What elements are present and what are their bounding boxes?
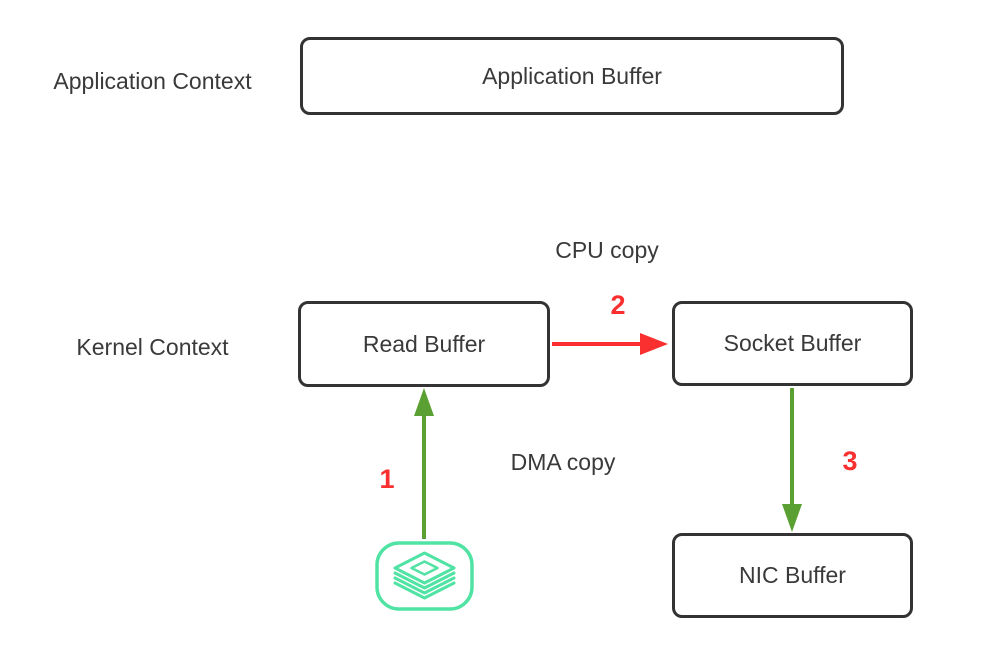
application-buffer-box: Application Buffer — [300, 37, 844, 115]
disk-icon-layer-4 — [393, 581, 456, 600]
dma-copy-arrowhead-icon — [414, 388, 434, 416]
disk-icon-layer-2 — [393, 571, 456, 590]
disk-icon-layer-3 — [393, 576, 456, 595]
cpu-copy-label: CPU copy — [555, 237, 659, 263]
read-buffer-box: Read Buffer — [298, 301, 550, 387]
step-number-1: 1 — [379, 464, 395, 494]
cpu-copy-arrow — [552, 333, 668, 355]
step-number-2: 2 — [610, 290, 626, 320]
nic-buffer-box: NIC Buffer — [672, 533, 913, 618]
disk-icon-inner-diamond — [410, 560, 439, 576]
nic-buffer-label: NIC Buffer — [739, 562, 846, 588]
dma-copy-label: DMA copy — [510, 449, 616, 475]
disk-layers-icon — [375, 541, 474, 611]
step-number-3: 3 — [842, 446, 858, 476]
socket-to-nic-arrow — [782, 388, 802, 532]
socket-buffer-label: Socket Buffer — [723, 330, 862, 356]
kernel-context-label: Kernel Context — [76, 334, 229, 360]
socket-to-nic-arrowhead-icon — [782, 504, 802, 532]
disk-layers-icon-strokes — [375, 541, 474, 611]
application-context-label: Application Context — [53, 68, 252, 94]
cpu-copy-arrowhead-icon — [640, 333, 668, 355]
disk-icon-outline — [375, 541, 474, 611]
dma-copy-arrow — [414, 388, 434, 539]
socket-buffer-box: Socket Buffer — [672, 301, 913, 386]
application-buffer-label: Application Buffer — [482, 62, 662, 89]
read-buffer-label: Read Buffer — [362, 330, 486, 357]
disk-icon-top-layer — [393, 551, 456, 585]
